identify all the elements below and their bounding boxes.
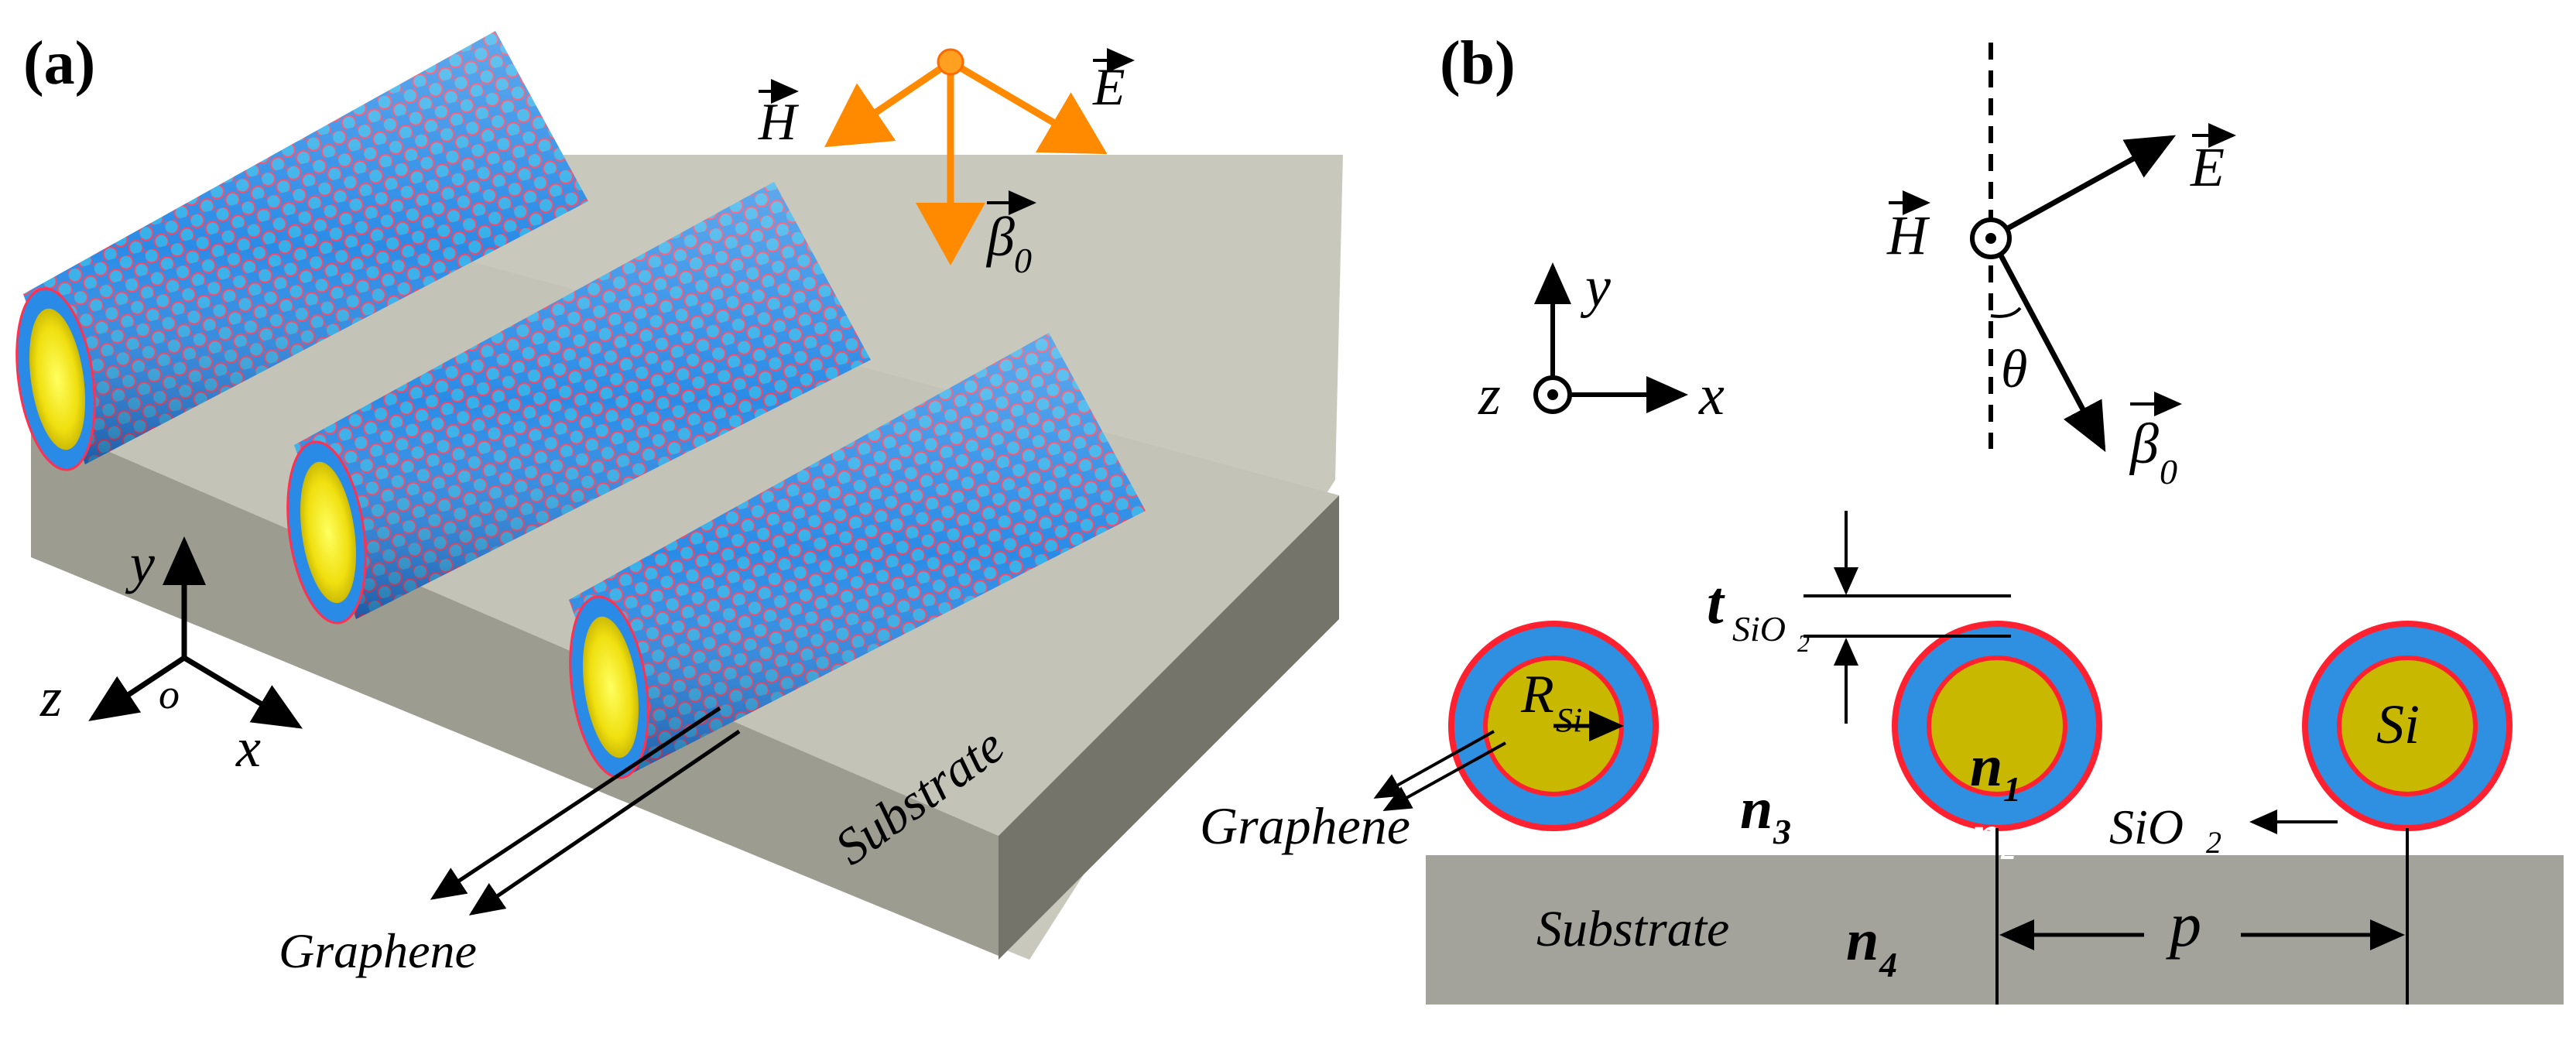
sio2-sub-label: 2: [2206, 825, 2221, 860]
axes-b: y z x: [1478, 255, 1725, 427]
graphene-pointer-line-2: [468, 729, 741, 916]
field-vectors-b: θ H E β 0: [1886, 43, 2236, 491]
thickness-annotation: t SiO 2: [1707, 511, 2011, 724]
axis-y-label-a: y: [125, 532, 155, 594]
substrate-side-face: [999, 495, 1339, 960]
axis-origin-label-a: o: [159, 671, 180, 717]
nanowire-b-1: R Si: [1448, 621, 1659, 831]
beta-sub-label-a: 0: [1014, 241, 1032, 280]
nanowire-b-2: n 1 n 2: [1892, 621, 2102, 866]
t-sub-label: SiO: [1732, 609, 1786, 649]
r-label: R: [1520, 665, 1554, 724]
graphene-pointer-a: Graphene: [279, 706, 741, 978]
n3-label: n: [1740, 776, 1773, 841]
panel-b-label: (b): [1440, 29, 1516, 98]
tube-1-core: [29, 308, 86, 450]
sio2-pointer: SiO 2: [2109, 799, 2338, 860]
axis-z-a: [88, 655, 186, 721]
t-sub2-label: 2: [1797, 629, 1810, 657]
n3-sub-label: 3: [1773, 812, 1791, 851]
axes-a: y z x o: [39, 532, 303, 779]
p-label: p: [2166, 889, 2201, 960]
substrate-top-face-main: [31, 224, 1339, 836]
h-vector-a: [824, 59, 953, 148]
substrate-label-b: Substrate: [1536, 901, 1729, 957]
h-label-a: H: [758, 92, 800, 151]
beta-sub-label-b: 0: [2160, 452, 2177, 491]
tube-2-shade: [294, 182, 871, 619]
axis-x-label-a: x: [235, 717, 261, 779]
tube-2-core: [300, 461, 357, 604]
field-vectors-a: H E β 0: [758, 48, 1135, 280]
n4-label: n: [1846, 908, 1879, 973]
z-out-of-plane-dot: [1547, 389, 1558, 400]
beta-label-a: β: [985, 206, 1015, 268]
sio2-label: SiO: [2109, 799, 2184, 854]
vector-origin-a: [937, 48, 964, 76]
graphene-label-b: Graphene: [1200, 796, 1410, 855]
e-label-b: E: [2190, 136, 2225, 198]
tube-3-shade: [569, 333, 1146, 774]
n4-sub-label: 4: [1879, 945, 1897, 984]
axis-x-label-b: x: [1698, 364, 1725, 427]
wire-3-core: [2337, 655, 2478, 796]
e-vector-a: [948, 59, 1108, 155]
graphene-pointer-b: Graphene: [1200, 730, 1506, 855]
graphene-label-a: Graphene: [279, 923, 477, 978]
axis-z-label-b: z: [1478, 364, 1501, 427]
r-sub-label: Si: [1556, 701, 1582, 739]
graphene-pointer-line-1: [430, 706, 721, 900]
wire-2-core: [1927, 655, 2067, 796]
e-vector-b: [2005, 135, 2177, 232]
substrate-front-face: [31, 418, 999, 956]
e-label-a: E: [1092, 57, 1125, 116]
axis-z-label-a: z: [39, 666, 62, 728]
h-label-b: H: [1886, 204, 1930, 266]
graphene-b-line-2: [1382, 741, 1506, 811]
tube-3-core: [582, 616, 639, 758]
si-label: Si: [2376, 693, 2420, 755]
h-out-of-plane-dot: [1985, 233, 1996, 244]
theta-arc: [1990, 306, 2022, 318]
theta-label: θ: [2001, 340, 2027, 399]
t-label: t: [1707, 569, 1725, 636]
n1-sub-label: 1: [2003, 769, 2021, 809]
beta-vector-b: [1998, 254, 2106, 453]
n2-sub-label: 2: [2000, 831, 2016, 866]
tube-1-shade: [23, 31, 588, 464]
beta-label-b: β: [2129, 412, 2159, 476]
panel-a-label: (a): [23, 29, 95, 98]
nanowire-tube-3: [569, 333, 1146, 779]
nanowire-tube-2: [286, 182, 871, 625]
axis-y-label-b: y: [1580, 255, 1611, 319]
period-annotation: p: [1995, 828, 2409, 1005]
nanowire-tube-1: [15, 31, 588, 471]
n2-label: n: [1972, 806, 2000, 861]
graphene-b-line-1: [1373, 730, 1495, 799]
panel-b: (b) θ H E β 0 y z x: [1200, 29, 2564, 1005]
axis-x-a: [183, 655, 303, 729]
n1-label: n: [1970, 734, 2002, 799]
nanowire-b-3: Si: [2302, 621, 2513, 831]
panel-a: (a): [15, 29, 1343, 978]
